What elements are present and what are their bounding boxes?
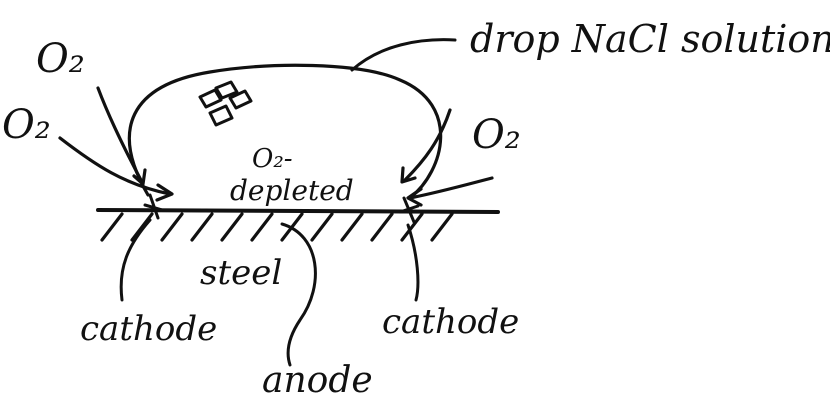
- cathode-right-leader: [408, 225, 418, 300]
- o2-label-top-left: O₂: [36, 36, 85, 82]
- o2-arrow-top-right: [405, 110, 450, 180]
- steel-hatching: [102, 214, 452, 240]
- o2-label-left: O₂: [2, 102, 51, 148]
- anode-label: anode: [262, 360, 373, 401]
- o2-depleted-line1: O₂-: [252, 144, 293, 174]
- o2-label-right: O₂: [472, 112, 521, 158]
- cathode-right-label: cathode: [382, 302, 519, 342]
- o2-arrow-left: [60, 138, 170, 194]
- anode-leader: [282, 224, 315, 365]
- o2-depleted-line2: depleted: [230, 174, 354, 207]
- cathode-left-label: cathode: [80, 309, 217, 349]
- steel-label: steel: [200, 253, 282, 293]
- cathode-left-leader: [121, 220, 150, 300]
- drop-label-leader: [352, 40, 455, 70]
- drop-label: drop NaCl solution: [470, 17, 830, 61]
- salt-crystals-icon: [200, 82, 251, 125]
